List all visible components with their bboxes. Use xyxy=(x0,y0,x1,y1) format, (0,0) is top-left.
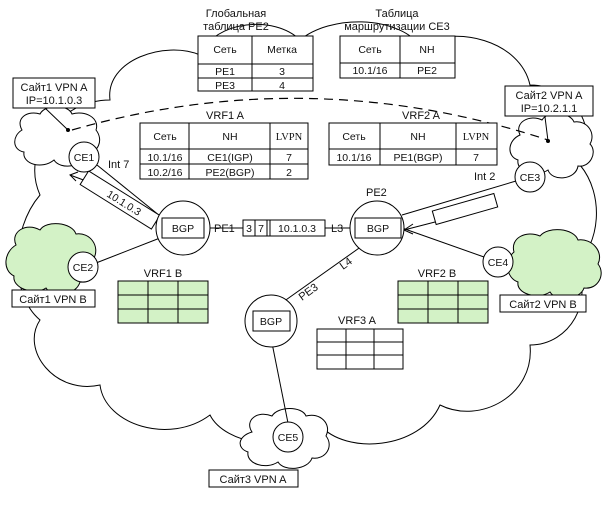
packet-label-1: 3 xyxy=(246,223,252,235)
svg-text:4: 4 xyxy=(279,80,285,92)
global-table-title-2: таблица PE2 xyxy=(203,21,269,33)
packet-int2 xyxy=(431,192,499,226)
svg-text:2: 2 xyxy=(286,167,292,179)
svg-text:Сайт2 VPN B: Сайт2 VPN B xyxy=(509,299,577,311)
svg-text:Сеть: Сеть xyxy=(342,131,366,143)
site2-vpn-b-cloud xyxy=(507,229,602,299)
pe1-router: BGP xyxy=(155,200,211,256)
vrf1b-table: VRF1 B xyxy=(117,268,209,324)
pe2-router: BGP xyxy=(349,200,405,256)
svg-text:Сайт3 VPN A: Сайт3 VPN A xyxy=(220,474,288,486)
site3-vpn-a-callout: Сайт3 VPN A xyxy=(208,469,299,488)
svg-text:Метка: Метка xyxy=(267,44,297,56)
site1-vpn-b-callout: Сайт1 VPN B xyxy=(11,289,96,308)
svg-text:10.1/16: 10.1/16 xyxy=(336,152,371,164)
vpn-a-dashed-path xyxy=(71,97,549,141)
svg-text:CE2: CE2 xyxy=(73,262,94,274)
svg-text:NH: NH xyxy=(222,131,237,143)
pe1-bgp-label: BGP xyxy=(172,223,194,235)
svg-text:LVPN: LVPN xyxy=(276,132,303,143)
pe3-bgp-label: BGP xyxy=(260,316,282,328)
svg-text:PE1(BGP): PE1(BGP) xyxy=(393,152,442,164)
ce2-node: CE2 xyxy=(67,251,99,283)
site1-vpn-a-callout: Сайт1 VPN A IP=10.1.0.3 xyxy=(12,77,96,109)
vrf2a-table: VRF2 A Сеть NH LVPN 10.1/16 PE1(BGP) 7 xyxy=(328,110,498,166)
svg-text:NH: NH xyxy=(419,44,434,56)
svg-text:PE2(BGP): PE2(BGP) xyxy=(205,167,254,179)
svg-text:7: 7 xyxy=(473,152,479,164)
pe3-router: BGP xyxy=(244,294,298,348)
ce3-node: CE3 xyxy=(514,161,546,193)
svg-text:10.1/16: 10.1/16 xyxy=(352,65,387,77)
vrf3a-table: VRF3 A xyxy=(316,315,404,370)
packet-label-2: 7 xyxy=(258,223,264,235)
svg-text:3: 3 xyxy=(279,66,285,78)
links xyxy=(95,164,517,424)
ce5-node: CE5 xyxy=(272,421,304,453)
ce3-table-title-1: Таблица xyxy=(375,8,419,20)
pe2-bgp-label: BGP xyxy=(367,223,389,235)
svg-text:CE5: CE5 xyxy=(278,432,299,444)
svg-text:PE1: PE1 xyxy=(215,66,235,78)
svg-text:PE2: PE2 xyxy=(417,65,437,77)
ce3-table-title-2: маршрутизации CE3 xyxy=(344,21,450,33)
pe2-label: PE2 xyxy=(366,187,387,199)
vrf1a-table: VRF1 A Сеть NH LVPN 10.1/16 CE1(IGP) 7 1… xyxy=(139,110,309,180)
svg-text:LVPN: LVPN xyxy=(463,132,490,143)
vrf1a-title: VRF1 A xyxy=(206,110,245,122)
int7-label: Int 7 xyxy=(108,159,129,171)
l3-label: L3 xyxy=(331,223,343,235)
svg-text:Сайт1 VPN A: Сайт1 VPN A xyxy=(21,82,89,94)
vrf2a-title: VRF2 A xyxy=(402,110,441,122)
svg-text:CE1(IGP): CE1(IGP) xyxy=(207,152,253,164)
svg-text:CE1: CE1 xyxy=(74,152,95,164)
site1a-pointer xyxy=(44,107,69,131)
svg-text:Сайт2 VPN A: Сайт2 VPN A xyxy=(516,90,584,102)
svg-text:PE3: PE3 xyxy=(215,80,235,92)
svg-text:10.1/16: 10.1/16 xyxy=(147,152,182,164)
vrf1b-title: VRF1 B xyxy=(144,268,183,280)
svg-text:IP=10.1.0.3: IP=10.1.0.3 xyxy=(26,95,83,107)
site2a-pointer xyxy=(544,116,549,142)
int2-label: Int 2 xyxy=(474,171,495,183)
ce4-node: CE4 xyxy=(482,246,514,278)
pe1-label: PE1 xyxy=(214,223,235,235)
svg-text:CE3: CE3 xyxy=(520,172,541,184)
global-table-pe2: Глобальная таблица PE2 Сеть Метка PE1 3 … xyxy=(197,8,314,92)
svg-text:Сеть: Сеть xyxy=(358,44,382,56)
site2-vpn-a-callout: Сайт2 VPN A IP=10.2.1.1 xyxy=(504,85,594,117)
vrf2b-title: VRF2 B xyxy=(418,268,457,280)
global-table-title-1: Глобальная xyxy=(206,8,267,20)
svg-text:Сеть: Сеть xyxy=(213,44,237,56)
packet-l3: 3 7 10.1.0.3 xyxy=(242,219,326,237)
site2-vpn-b-callout: Сайт2 VPN B xyxy=(499,294,587,313)
l4-label: L4 xyxy=(338,256,355,273)
svg-text:Сеть: Сеть xyxy=(153,131,177,143)
svg-text:IP=10.2.1.1: IP=10.2.1.1 xyxy=(521,103,578,115)
svg-text:10.2/16: 10.2/16 xyxy=(147,167,182,179)
svg-text:NH: NH xyxy=(410,131,425,143)
vrf2b-table: VRF2 B xyxy=(397,268,489,324)
svg-text:Сайт1 VPN B: Сайт1 VPN B xyxy=(19,294,87,306)
svg-text:CE4: CE4 xyxy=(488,257,509,269)
ce1-node: CE1 xyxy=(68,141,100,173)
ce3-routing-table: Таблица маршрутизации CE3 Сеть NH 10.1/1… xyxy=(339,8,456,79)
svg-text:7: 7 xyxy=(286,152,292,164)
packet-l3-addr: 10.1.0.3 xyxy=(278,223,316,235)
vrf3a-title: VRF3 A xyxy=(338,315,377,327)
